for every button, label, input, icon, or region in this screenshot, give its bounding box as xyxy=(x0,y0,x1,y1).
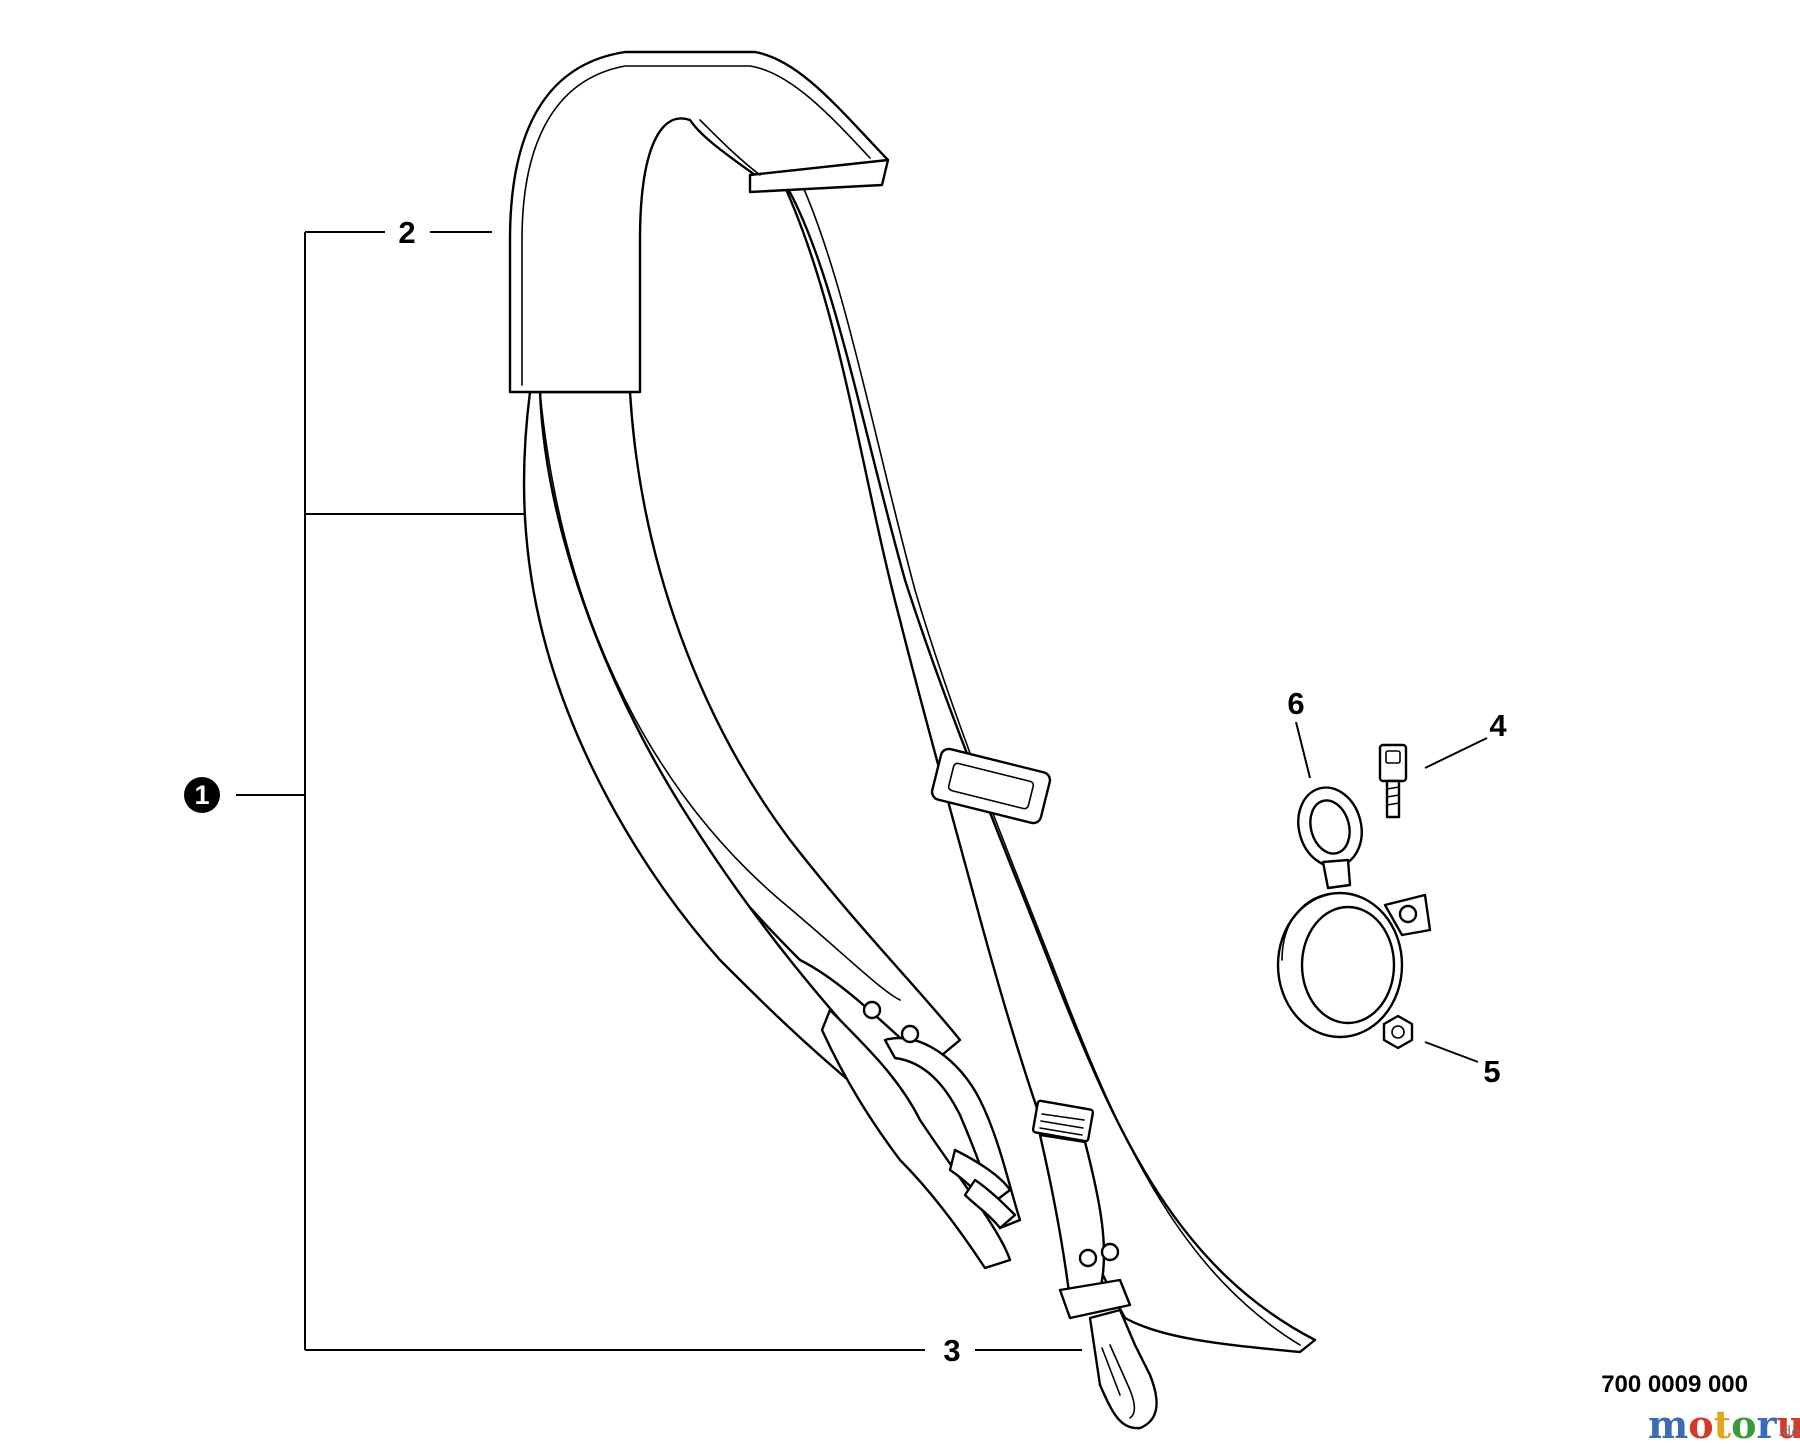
watermark-letter: r xyxy=(1757,1402,1778,1444)
drawing-number: 700 0009 000 xyxy=(1601,1371,1748,1398)
callout-1: 1 xyxy=(184,777,220,813)
watermark-logo: motoruf .de xyxy=(1648,1402,1800,1444)
nut-drawing xyxy=(1382,1014,1414,1050)
watermark-letter: t xyxy=(1714,1402,1732,1444)
watermark-letter: o xyxy=(1688,1402,1713,1444)
callout-6: 6 xyxy=(1287,686,1304,721)
watermark-letter: m xyxy=(1648,1402,1688,1444)
callout-5: 5 xyxy=(1483,1054,1500,1089)
callout-1-label: 1 xyxy=(194,780,209,810)
leader-lines xyxy=(236,231,1488,1351)
callout-2: 2 xyxy=(398,215,415,250)
watermark-letter: u xyxy=(1777,1402,1800,1444)
harness-strap-drawing xyxy=(508,50,1317,1430)
clamp-ring-drawing xyxy=(1276,786,1432,1039)
callout-4: 4 xyxy=(1489,708,1507,743)
bolt-drawing xyxy=(1378,743,1408,819)
callout-3: 3 xyxy=(943,1333,960,1368)
watermark-tld: .de xyxy=(1778,1424,1800,1440)
svg-text:motoruf: motoruf xyxy=(1648,1402,1800,1444)
watermark-letter: o xyxy=(1731,1402,1756,1444)
